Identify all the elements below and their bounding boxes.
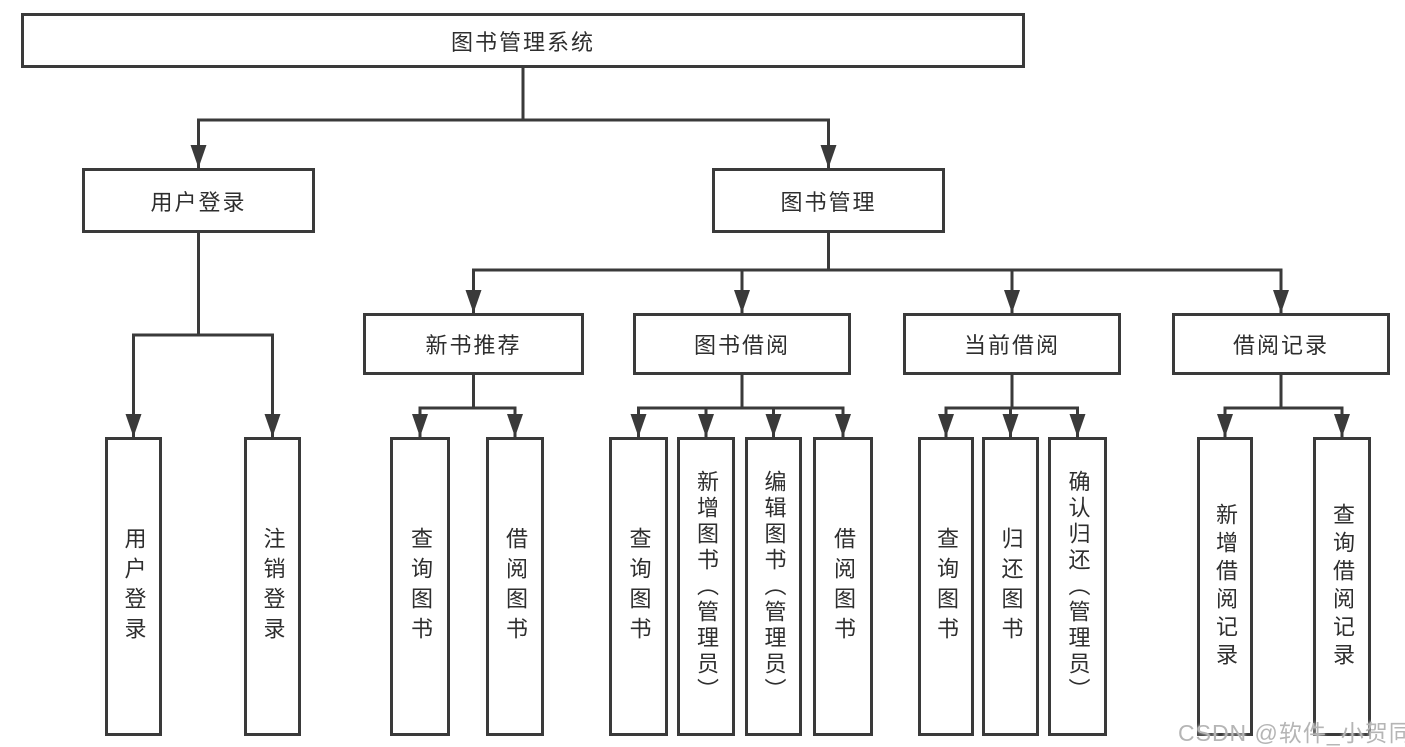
connector-bookborrow-to-leaves xyxy=(637,375,845,437)
connector-borrowrecord-to-leaves xyxy=(1223,375,1344,437)
arrow-down-icon xyxy=(465,290,482,313)
leaf-bb-query-book-label: 查询图书 xyxy=(626,526,652,647)
node-book-management: 图书管理 xyxy=(712,168,945,233)
leaf-cb-query-book-label: 查询图书 xyxy=(934,526,959,647)
node-book-borrowing-label: 图书借阅 xyxy=(693,333,790,358)
leaf-cb-return-book: 归还图书 xyxy=(982,437,1039,736)
node-root: 图书管理系统 xyxy=(21,13,1025,68)
node-current-borrowing-label: 当前借阅 xyxy=(963,333,1060,358)
node-borrowing-records: 借阅记录 xyxy=(1172,313,1390,375)
leaf-rec-borrow-book: 借阅图书 xyxy=(486,437,544,736)
node-book-management-label: 图书管理 xyxy=(780,189,877,215)
connector-userlogin-to-leaves xyxy=(132,233,274,437)
leaf-bb-borrow-book: 借阅图书 xyxy=(813,437,873,736)
arrow-down-icon xyxy=(1273,290,1289,313)
leaf-rec-query-book-label: 查询图书 xyxy=(408,526,433,647)
node-borrowing-records-label: 借阅记录 xyxy=(1232,333,1329,358)
arrow-down-icon xyxy=(125,414,142,437)
node-current-borrowing: 当前借阅 xyxy=(903,313,1121,375)
leaf-user-login: 用户登录 xyxy=(105,437,162,736)
leaf-cb-confirm-return: 确认归还（管理员） xyxy=(1048,437,1107,736)
arrow-down-icon xyxy=(190,145,207,168)
connector-bookmgmt-to-level3 xyxy=(472,233,1283,313)
arrow-down-icon xyxy=(734,290,750,313)
arrow-down-icon xyxy=(264,414,281,437)
arrow-down-icon xyxy=(1334,414,1350,437)
node-book-borrowing: 图书借阅 xyxy=(633,313,851,375)
arrow-down-icon xyxy=(1002,414,1019,437)
arrow-down-icon xyxy=(1217,414,1233,437)
leaf-cb-query-book: 查询图书 xyxy=(918,437,974,736)
connector-newbookrec-to-leaves xyxy=(418,375,517,437)
arrow-down-icon xyxy=(1004,290,1020,313)
arrow-down-icon xyxy=(698,414,714,437)
leaf-bb-borrow-book-label: 借阅图书 xyxy=(831,526,856,647)
leaf-br-add-record-label: 新增借阅记录 xyxy=(1213,502,1238,671)
leaf-cb-return-book-label: 归还图书 xyxy=(998,526,1024,647)
node-user-login: 用户登录 xyxy=(82,168,315,233)
leaf-bb-edit-book-label: 编辑图书（管理员） xyxy=(761,469,787,704)
arrow-down-icon xyxy=(507,414,523,437)
connector-root-to-level2 xyxy=(197,68,830,168)
node-root-label: 图书管理系统 xyxy=(450,29,595,55)
leaf-rec-borrow-book-label: 借阅图书 xyxy=(503,526,528,647)
watermark: CSDN @软件_小贺同学 xyxy=(1178,720,1405,746)
leaf-cb-confirm-return-label: 确认归还（管理员） xyxy=(1065,469,1091,704)
arrow-down-icon xyxy=(765,414,782,437)
arrow-down-icon xyxy=(630,414,647,437)
leaf-br-query-record: 查询借阅记录 xyxy=(1313,437,1371,736)
arrow-down-icon xyxy=(820,145,837,168)
node-new-book-recommendation-label: 新书推荐 xyxy=(425,333,522,358)
arrow-down-icon xyxy=(412,414,428,437)
leaf-bb-add-book-label: 新增图书（管理员） xyxy=(694,469,719,704)
leaf-logout: 注销登录 xyxy=(244,437,301,736)
leaf-bb-query-book: 查询图书 xyxy=(609,437,668,736)
node-new-book-recommendation: 新书推荐 xyxy=(363,313,584,375)
leaf-rec-query-book: 查询图书 xyxy=(390,437,450,736)
leaf-bb-add-book: 新增图书（管理员） xyxy=(677,437,735,736)
leaf-bb-edit-book: 编辑图书（管理员） xyxy=(745,437,802,736)
arrow-down-icon xyxy=(835,414,851,437)
leaf-logout-label: 注销登录 xyxy=(260,526,286,647)
leaf-user-login-label: 用户登录 xyxy=(121,526,147,647)
arrow-down-icon xyxy=(1069,414,1086,437)
leaf-br-query-record-label: 查询借阅记录 xyxy=(1330,502,1355,671)
arrow-down-icon xyxy=(938,414,954,437)
leaf-br-add-record: 新增借阅记录 xyxy=(1197,437,1253,736)
node-user-login-label: 用户登录 xyxy=(150,189,247,215)
